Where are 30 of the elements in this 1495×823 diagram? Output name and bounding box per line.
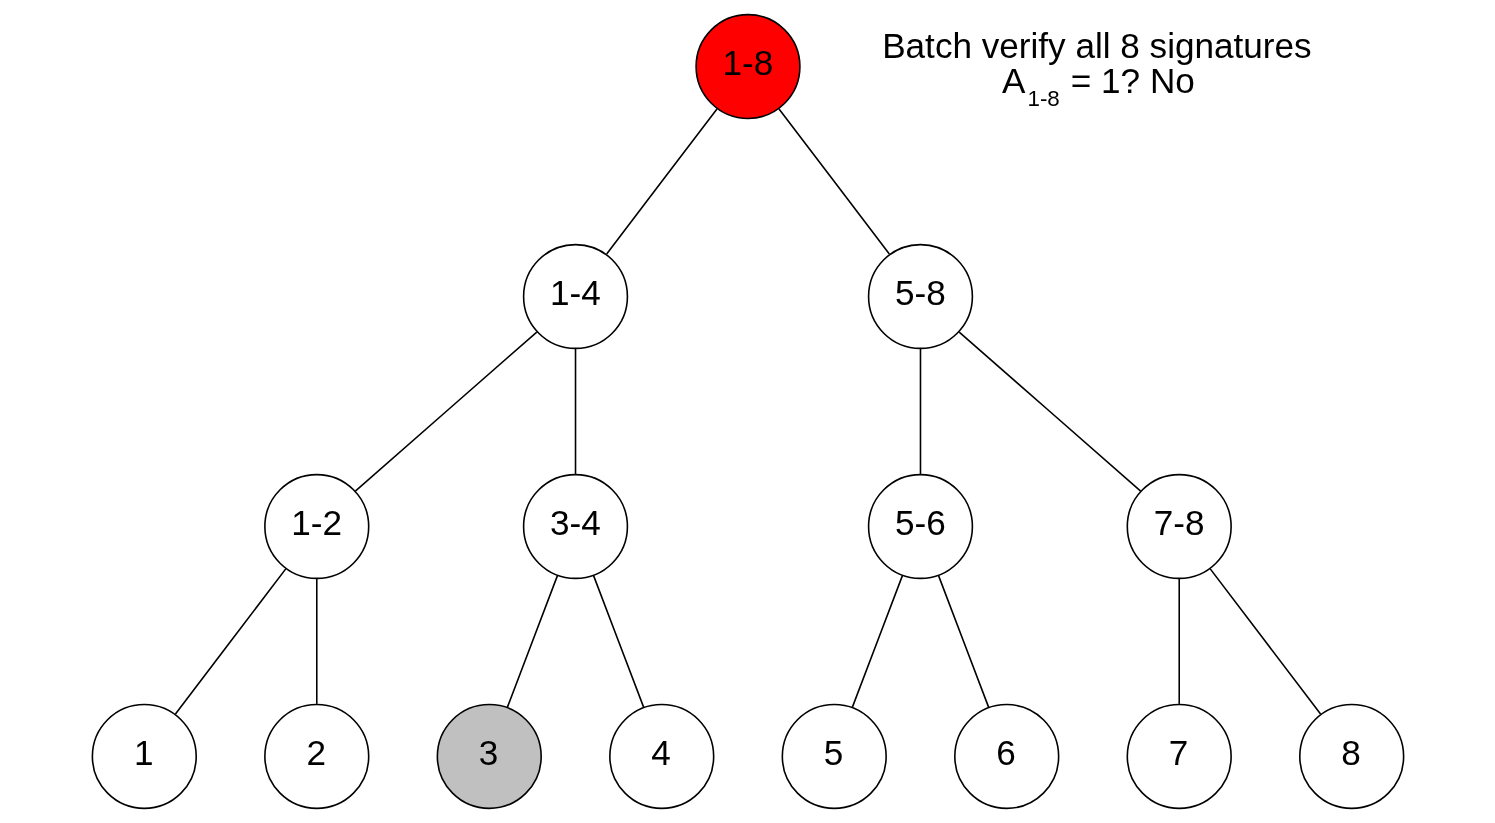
- connector: [957, 331, 1141, 492]
- connector: [851, 574, 903, 709]
- node-circle: 8: [1298, 703, 1404, 810]
- node-circle: 2: [263, 703, 369, 810]
- connector: [605, 107, 718, 255]
- connector: [1177, 577, 1180, 705]
- node-circle: 1-2: [263, 473, 369, 580]
- node-circle: 7: [1126, 703, 1232, 810]
- connector: [777, 107, 890, 255]
- node-circle: 5: [781, 703, 887, 810]
- node-circle: 5-8: [867, 243, 973, 350]
- node-circle: 7-8: [1126, 473, 1232, 580]
- node-circle: 5-6: [867, 473, 973, 580]
- node-circle: 3-4: [522, 473, 628, 580]
- connector: [1208, 567, 1321, 715]
- node-circle: 3: [436, 703, 542, 810]
- node-circle: 6: [953, 703, 1059, 810]
- connector: [592, 574, 644, 709]
- connector: [506, 574, 558, 709]
- node-label: Batch verify all 8 signatures: [881, 25, 1312, 65]
- connector: [919, 347, 921, 475]
- node-circle: 4: [608, 703, 714, 810]
- connector: [174, 567, 287, 715]
- connector: [574, 347, 576, 475]
- connector: [354, 331, 538, 492]
- connector: [315, 577, 318, 705]
- node-circle: 1-8: [694, 13, 801, 120]
- node-circle: 1-4: [522, 243, 628, 350]
- node-circle: 1: [91, 703, 197, 810]
- connector: [937, 574, 989, 709]
